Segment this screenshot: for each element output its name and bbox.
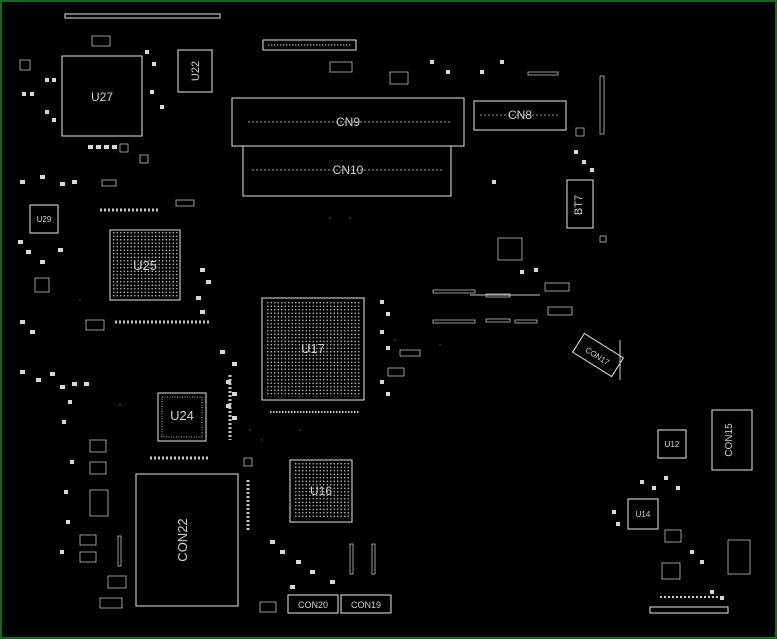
chip-u14[interactable]: U14 bbox=[627, 498, 659, 530]
battery-bt7[interactable]: BT7 bbox=[566, 179, 594, 229]
label-u24: U24 bbox=[170, 408, 194, 423]
chip-u29[interactable]: U29 bbox=[29, 204, 59, 234]
label-u12: U12 bbox=[665, 440, 680, 449]
chip-u22[interactable]: U22 bbox=[177, 49, 213, 93]
label-u16: U16 bbox=[310, 484, 332, 498]
connector-con19[interactable]: CON19 bbox=[340, 594, 392, 614]
connector-con15[interactable]: CON15 bbox=[711, 409, 753, 471]
bga-u17[interactable]: U17 bbox=[261, 297, 365, 401]
label-u22: U22 bbox=[190, 61, 202, 81]
connector-con20[interactable]: CON20 bbox=[287, 594, 339, 614]
component-clusters bbox=[100, 208, 720, 598]
label-cn10: CN10 bbox=[333, 163, 364, 177]
label-u29: U29 bbox=[37, 215, 52, 224]
connector-cn9[interactable]: CN9 bbox=[231, 97, 465, 147]
bottom-edge-connector-strip bbox=[649, 606, 729, 614]
green-vias bbox=[79, 217, 441, 441]
label-con19: CON19 bbox=[351, 600, 381, 610]
chip-u24[interactable]: U24 bbox=[157, 392, 207, 442]
chip-u27[interactable]: U27 bbox=[61, 55, 143, 137]
label-cn9: CN9 bbox=[336, 115, 360, 129]
connector-con17[interactable]: CON17 bbox=[571, 332, 625, 378]
connector-con22[interactable]: CON22 bbox=[135, 473, 239, 607]
top-fpc-connector bbox=[262, 39, 357, 51]
label-cn8: CN8 bbox=[508, 108, 532, 122]
label-con17: CON17 bbox=[584, 345, 612, 367]
label-bt7: BT7 bbox=[573, 195, 585, 215]
label-u14: U14 bbox=[636, 510, 651, 519]
label-con15: CON15 bbox=[724, 423, 735, 457]
connector-cn10[interactable]: CN10 bbox=[242, 145, 452, 197]
label-u25: U25 bbox=[133, 258, 157, 273]
bga-u25[interactable]: U25 bbox=[109, 229, 181, 301]
top-edge-connector-strip bbox=[64, 13, 221, 19]
label-u27: U27 bbox=[91, 90, 113, 104]
smd-pads bbox=[18, 50, 724, 600]
chip-u12[interactable]: U12 bbox=[657, 429, 687, 459]
connector-cn8[interactable]: CN8 bbox=[473, 100, 567, 131]
bga-u16[interactable]: U16 bbox=[289, 459, 353, 523]
passive-components bbox=[19, 35, 751, 613]
label-con20: CON20 bbox=[298, 600, 328, 610]
label-u17: U17 bbox=[301, 341, 325, 356]
label-con22: CON22 bbox=[175, 518, 190, 561]
